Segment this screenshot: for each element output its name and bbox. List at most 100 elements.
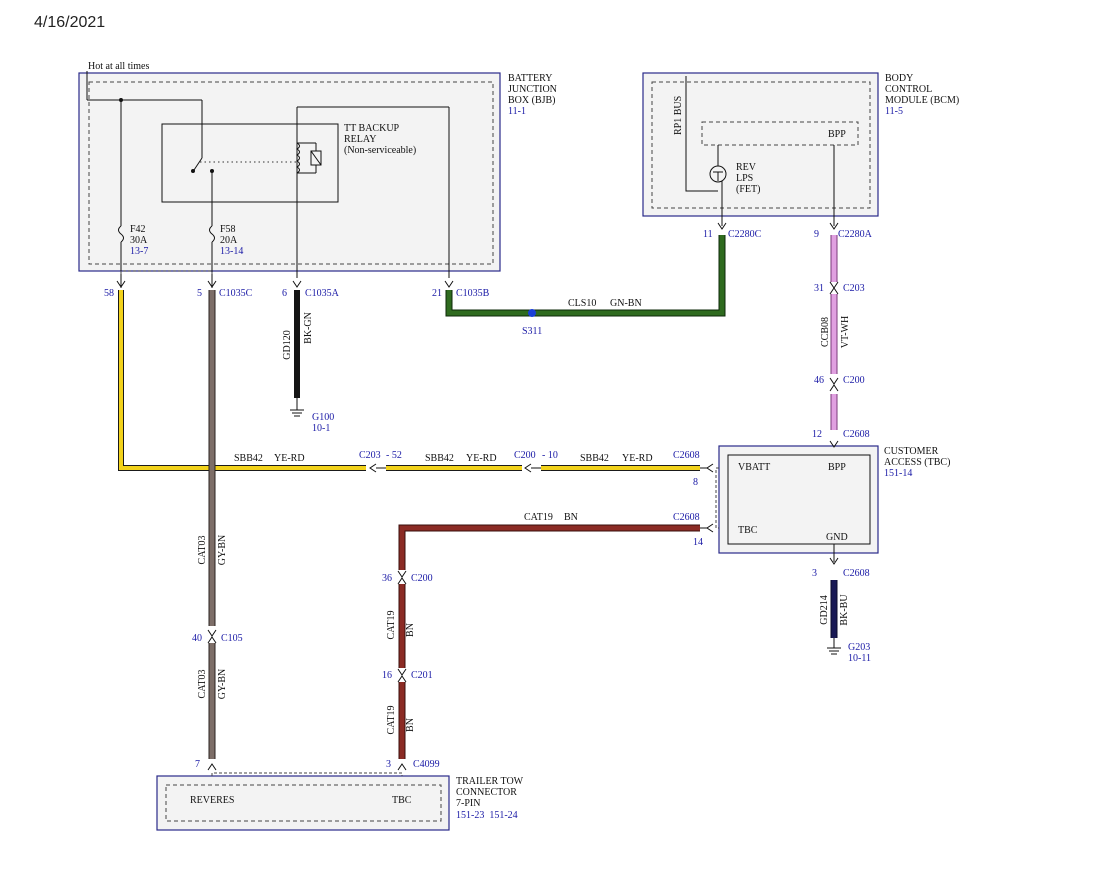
pin-12: 12 (812, 429, 822, 440)
fuse-f58-amp: 20A (220, 235, 238, 246)
conn-c1035c: C1035C (219, 288, 253, 299)
pin-3-gnd: 3 (812, 568, 817, 579)
tbc-ref: 151-14 (884, 468, 912, 479)
rev-lps-label-3: (FET) (736, 184, 760, 195)
ttc-title-3: 7-PIN (456, 798, 480, 809)
gd120-color: BK-GN (303, 312, 314, 344)
relay-label-2: RELAY (344, 134, 376, 145)
relay-coil-icon (296, 142, 300, 174)
hot-at-all-times-label: Hot at all times (88, 61, 149, 72)
fuse-f58-ref: 13-14 (220, 246, 243, 257)
tbc-vbatt-label: VBATT (738, 462, 770, 473)
pin-21: 21 (432, 288, 442, 299)
gd120-circuit: GD120 (282, 330, 293, 359)
ccb08-color: VT-WH (840, 316, 851, 348)
ttc-title-2: CONNECTOR (456, 787, 517, 798)
pin-7: 7 (195, 759, 200, 770)
ground-g100-icon (290, 409, 304, 417)
cat19-color-2: BN (405, 623, 416, 637)
sbb42-circuit-2: SBB42 (425, 453, 454, 464)
pin-16: 16 (382, 670, 392, 681)
body-control-module[interactable] (642, 72, 879, 230)
ttc-tbc-label: TBC (392, 795, 412, 806)
cat19-circuit: CAT19 (524, 512, 553, 523)
tbc-gnd-label: GND (826, 532, 848, 543)
wire-sbb42[interactable] (118, 290, 707, 473)
bjb-title-2: JUNCTION (508, 84, 557, 95)
wire-cls10[interactable] (445, 235, 726, 317)
splice-s311-label: S311 (522, 326, 542, 337)
sbb42-color-3: YE-RD (622, 453, 653, 464)
trailer-tow-connector[interactable] (156, 763, 450, 831)
relay-label-1: TT BACKUP (344, 123, 400, 134)
g100-name: G100 (312, 412, 334, 423)
print-date: 4/16/2021 (34, 14, 106, 31)
pin-36: 36 (382, 573, 392, 584)
gd214-circuit: GD214 (819, 595, 830, 624)
conn-c200-sbb: C200 (514, 450, 536, 461)
tbc-bpp-label: BPP (828, 462, 846, 473)
bcm-bpp-label: BPP (828, 129, 846, 140)
conn-c203-sbb: C203 (359, 450, 381, 461)
battery-junction-box[interactable] (78, 71, 501, 288)
rev-lps-label-2: LPS (736, 173, 753, 184)
pin-58: 58 (104, 288, 114, 299)
g203-ref: 10-11 (848, 653, 871, 664)
conn-c201-cat: C201 (411, 670, 433, 681)
conn-c203-violet: C203 (843, 283, 865, 294)
conn-c2280a: C2280A (838, 229, 873, 240)
cat19-color: BN (564, 512, 578, 523)
tbc-title-2: ACCESS (TBC) (884, 457, 950, 468)
wire-gd120[interactable] (290, 290, 304, 417)
ttc-refs: 151-23 151-24 (456, 810, 518, 821)
pin-52-value: 52 (392, 450, 402, 461)
g100-ref: 10-1 (312, 423, 330, 434)
pin-5: 5 (197, 288, 202, 299)
pin-46: 46 (814, 375, 824, 386)
conn-c2280c: C2280C (728, 229, 762, 240)
cat19-color-3: BN (405, 718, 416, 732)
pin-8: 8 (693, 477, 698, 488)
conn-c2608-gnd: C2608 (843, 568, 870, 579)
sbb42-color-1: YE-RD (274, 453, 305, 464)
conn-c105: C105 (221, 633, 243, 644)
conn-c2608-cat: C2608 (673, 512, 700, 523)
wire-cat19[interactable] (397, 524, 707, 759)
conn-c200-cat: C200 (411, 573, 433, 584)
customer-access-tbc-module[interactable] (706, 440, 879, 565)
fuse-f42-ref: 13-7 (130, 246, 148, 257)
bcm-title-3: MODULE (BCM) (885, 95, 959, 106)
pin-31: 31 (814, 283, 824, 294)
pin-10: - 10 (542, 450, 558, 461)
g203-name: G203 (848, 642, 870, 653)
wire-ccb08[interactable] (829, 235, 839, 430)
cat19-circuit-3: CAT19 (386, 706, 397, 735)
tbc-title-1: CUSTOMER (884, 446, 939, 457)
conn-c200-violet: C200 (843, 375, 865, 386)
sbb42-color-2: YE-RD (466, 453, 497, 464)
wire-cat03[interactable] (207, 290, 217, 759)
bjb-title-3: BOX (BJB) (508, 95, 556, 106)
ground-g203-icon (827, 647, 841, 655)
gd214-color: BK-BU (839, 594, 850, 626)
bcm-ref: 11-5 (885, 106, 903, 117)
pin-10-value: 10 (548, 450, 558, 461)
sbb42-circuit-1: SBB42 (234, 453, 263, 464)
fuse-f42-amp: 30A (130, 235, 148, 246)
conn-c2608-bpp: C2608 (843, 429, 870, 440)
switch-contact (191, 169, 195, 173)
ttc-reverse-label: REVERES (190, 795, 234, 806)
conn-c1035b: C1035B (456, 288, 490, 299)
pin-52: - 52 (386, 450, 402, 461)
wire-gd214[interactable] (827, 580, 841, 655)
fuse-f58-icon (209, 225, 215, 243)
ttc-title-1: TRAILER TOW (456, 776, 524, 787)
pin-40: 40 (192, 633, 202, 644)
rev-lps-label-1: REV (736, 162, 757, 173)
tbc-tbc-label: TBC (738, 525, 758, 536)
cat03-circuit-2: CAT03 (197, 670, 208, 699)
pin-3-ttc: 3 (386, 759, 391, 770)
bjb-title-1: BATTERY (508, 73, 552, 84)
fuse-f42-name: F42 (130, 224, 146, 235)
